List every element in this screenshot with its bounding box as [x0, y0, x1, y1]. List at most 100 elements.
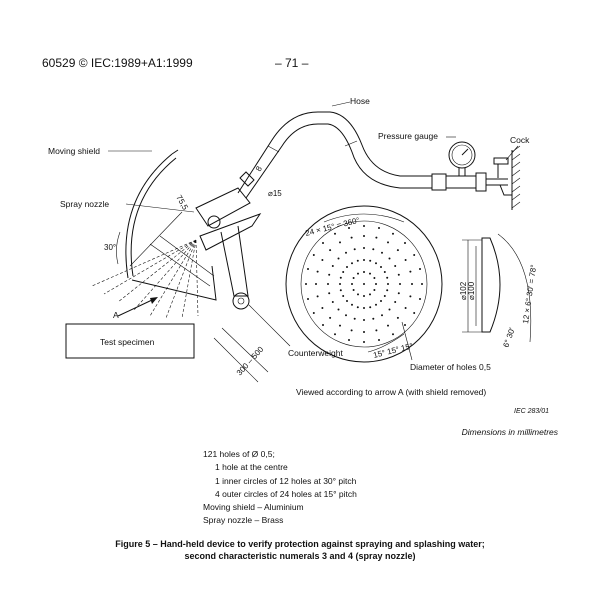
dim-75-5: 75,5 [174, 194, 190, 212]
arrow-a-label: A [113, 310, 119, 320]
dim-8: 8 [254, 164, 264, 173]
spray-hole [337, 257, 340, 260]
spray-hole [387, 283, 389, 285]
dim-300-500: 300 – 500 [235, 344, 266, 377]
spray-hole [348, 339, 350, 341]
caption-line-1: Figure 5 – Hand-held device to verify pr… [115, 539, 485, 549]
spray-hole [409, 270, 412, 273]
spray-hole [404, 324, 406, 326]
spray-hole [413, 312, 416, 314]
spray-hole [392, 333, 394, 336]
spray-hole [378, 339, 380, 341]
test-specimen: Test specimen [65, 323, 195, 359]
spray-pattern [91, 211, 199, 319]
note-line: 121 holes of Ø 0,5; [203, 449, 275, 459]
spray-hole [312, 312, 315, 314]
spray-hole [369, 259, 372, 262]
spray-hole [342, 295, 345, 297]
spray-hole [388, 257, 391, 260]
page-number: – 71 – [275, 56, 309, 70]
spray-hole [363, 271, 365, 273]
spray-hole [307, 268, 309, 270]
spray-hole [383, 295, 386, 297]
spray-hole [363, 235, 365, 237]
spray-hole [353, 317, 356, 320]
spray-hole [363, 225, 365, 227]
diameter-holes-label: Diameter of holes 0,5 [410, 362, 491, 372]
spray-hole [369, 306, 372, 309]
spray-hole [375, 283, 377, 285]
spray-hole [321, 307, 324, 309]
spray-hole [411, 283, 413, 285]
note-line: 1 hole at the centre [215, 462, 288, 473]
material-notes: 121 holes of Ø 0,5; 1 hole at the centre… [203, 448, 357, 528]
spray-hole [331, 265, 334, 267]
spray-hole [315, 283, 317, 285]
spray-hole [322, 324, 324, 326]
spray-hole [352, 289, 355, 291]
hose [237, 111, 432, 199]
spray-hole [363, 283, 365, 285]
arrow-a: A [113, 297, 158, 320]
spray-hole [375, 303, 377, 306]
nozzle-face-view: 24 × 15° = 360° 15° 15° 15° [285, 205, 443, 363]
spray-hole [339, 241, 341, 244]
test-specimen-label: Test specimen [100, 337, 155, 347]
spray-holes [305, 225, 423, 343]
spray-hole [351, 303, 353, 306]
spray-hole [351, 262, 353, 265]
spray-hole [350, 329, 353, 332]
spray-hole [353, 248, 356, 251]
spray-hole [404, 259, 407, 261]
document-reference: 60529 © IEC:1989+A1:1999 [42, 56, 193, 70]
note-line: 4 outer circles of 24 holes at 15° pitch [215, 488, 357, 499]
spray-hole [413, 254, 416, 256]
spray-hole [345, 314, 347, 317]
spray-hole [404, 242, 406, 244]
spray-hole [339, 324, 341, 327]
pipe-fittings [431, 172, 508, 192]
spray-hole [372, 317, 375, 320]
spray-hole [363, 319, 365, 321]
cock-label: Cock [510, 135, 530, 145]
spray-hole [375, 329, 378, 332]
spray-hole [372, 248, 375, 251]
spray-hole [363, 331, 365, 333]
spray-hole [356, 306, 359, 309]
spray-hole [387, 241, 389, 244]
spray-hole [334, 333, 336, 336]
spray-hole [321, 259, 324, 261]
spray-hole [369, 272, 371, 275]
moving-shield-label: Moving shield [48, 146, 100, 156]
spray-hole [307, 298, 309, 300]
spray-hole [397, 273, 400, 276]
spray-hole [345, 251, 347, 254]
counterweight-label: Counterweight [288, 348, 343, 358]
spray-hole [357, 293, 359, 296]
hose-label: Hose [350, 96, 370, 106]
spray-hole [396, 316, 399, 319]
dim-12x6-30: 12 × 6° 30' = 78° [521, 264, 538, 324]
dimensions-note: Dimensions in millimetres [461, 427, 558, 437]
spray-hole [305, 283, 307, 285]
spray-hole [339, 289, 342, 292]
spray-hole [386, 289, 389, 292]
technical-drawing: A Test specimen 300 – 500 75,5 8 ⌀15 30°… [48, 96, 538, 397]
dim-diameter-15: ⌀15 [268, 189, 282, 198]
spray-hole [322, 242, 324, 244]
view-caption: Viewed according to arrow A (with shield… [296, 387, 486, 397]
spray-hole [380, 300, 382, 302]
spray-hole [342, 271, 345, 273]
spray-hole [381, 251, 383, 254]
iec-reference: IEC 283/01 [514, 408, 550, 415]
spray-nozzle-assembly [195, 171, 262, 310]
spray-hole [383, 271, 386, 273]
dim-diameter-102: ⌀102 [459, 281, 468, 300]
spray-hole [357, 272, 359, 275]
spray-hole [397, 292, 400, 295]
spray-hole [375, 262, 377, 265]
spray-hole [356, 259, 359, 262]
pressure-gauge-label: Pressure gauge [378, 131, 438, 141]
spray-hole [312, 254, 315, 256]
note-line: Spray nozzle – Brass [203, 515, 284, 526]
